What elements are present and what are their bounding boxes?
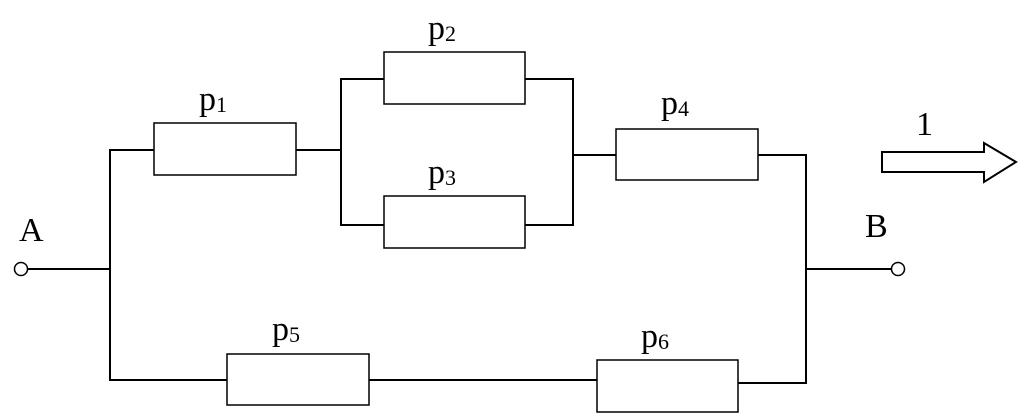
element-p4-label: p4 — [661, 85, 689, 122]
node-b-label: B — [865, 208, 888, 245]
element-p3-base: p — [428, 154, 445, 191]
arrow-label: 1 — [916, 106, 933, 143]
element-p4-box — [615, 128, 759, 181]
element-p2-box — [383, 51, 526, 105]
element-p1-box — [153, 122, 297, 176]
element-p5-box — [226, 353, 370, 406]
element-p3-label: p3 — [428, 154, 456, 191]
node-a-label: A — [19, 212, 44, 249]
element-p6-box — [596, 359, 739, 413]
element-p2-base: p — [428, 10, 445, 47]
element-p1-base: p — [199, 81, 216, 118]
element-p5-sub: 5 — [289, 322, 300, 347]
element-p6-label: p6 — [641, 318, 669, 355]
element-p5-base: p — [272, 311, 289, 348]
element-p5-label: p5 — [272, 311, 300, 348]
element-p6-sub: 6 — [658, 329, 669, 354]
element-p1-sub: 1 — [216, 92, 227, 117]
element-p4-sub: 4 — [678, 96, 689, 121]
right-arrow-icon — [881, 141, 1018, 184]
terminal-a — [13, 261, 29, 277]
element-p2-label: p2 — [428, 10, 456, 47]
terminal-b — [890, 261, 906, 277]
element-p1-label: p1 — [199, 81, 227, 118]
wires — [26, 78, 893, 384]
element-p3-sub: 3 — [445, 165, 456, 190]
element-p2-sub: 2 — [445, 21, 456, 46]
element-p6-base: p — [641, 318, 658, 355]
element-p4-base: p — [661, 85, 678, 122]
element-p3-box — [383, 195, 526, 249]
